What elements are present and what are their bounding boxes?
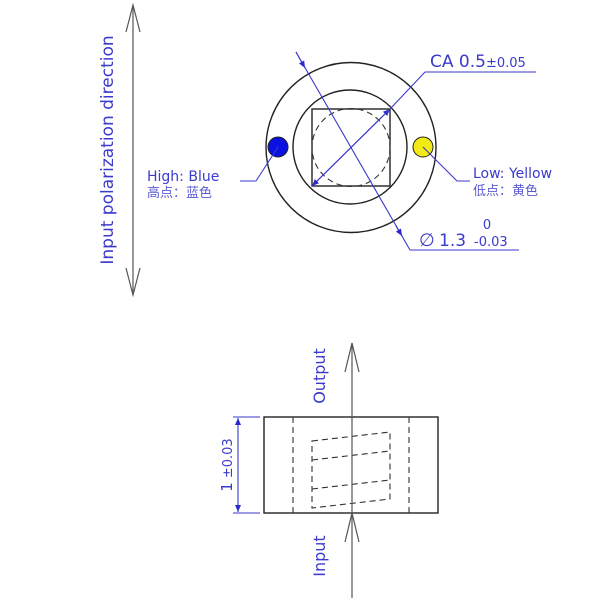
inner-circle <box>292 89 408 205</box>
thickness-dimension <box>233 416 260 514</box>
low-marker-label-en: Low: Yellow <box>473 166 552 182</box>
high-marker-leader <box>240 146 279 182</box>
low-marker-label-cn: 低点：黄色 <box>473 183 538 199</box>
input-arrow <box>344 512 360 598</box>
side-view <box>233 342 439 598</box>
dashed-aperture-circle <box>311 107 391 188</box>
hidden-parallelogram <box>311 431 391 509</box>
polarization-direction-label: Input polarization direction <box>98 35 118 264</box>
input-label: Input <box>310 535 329 576</box>
diameter-dimension-line <box>295 51 411 251</box>
output-arrow <box>344 342 360 513</box>
diameter-lower-tolerance: -0.03 <box>474 235 508 250</box>
top-view <box>240 51 536 251</box>
diameter-symbol: ∅ <box>419 230 435 251</box>
diameter-value: 1.3 <box>439 231 466 251</box>
crystal-body-rect <box>263 416 439 514</box>
diameter-upper-tolerance: 0 <box>483 218 491 233</box>
outer-circle <box>265 61 437 234</box>
high-marker-label-en: High: Blue <box>147 169 219 185</box>
thickness-label: 1±0.03 <box>218 438 236 491</box>
output-label: Output <box>310 348 329 404</box>
ca-label: CA 0.5±0.05 <box>430 52 526 72</box>
low-marker-leader <box>422 146 470 182</box>
ca-leader-line <box>389 71 536 110</box>
high-marker-label-cn: 高点：蓝色 <box>147 185 212 201</box>
polarization-direction-arrow <box>125 2 141 298</box>
